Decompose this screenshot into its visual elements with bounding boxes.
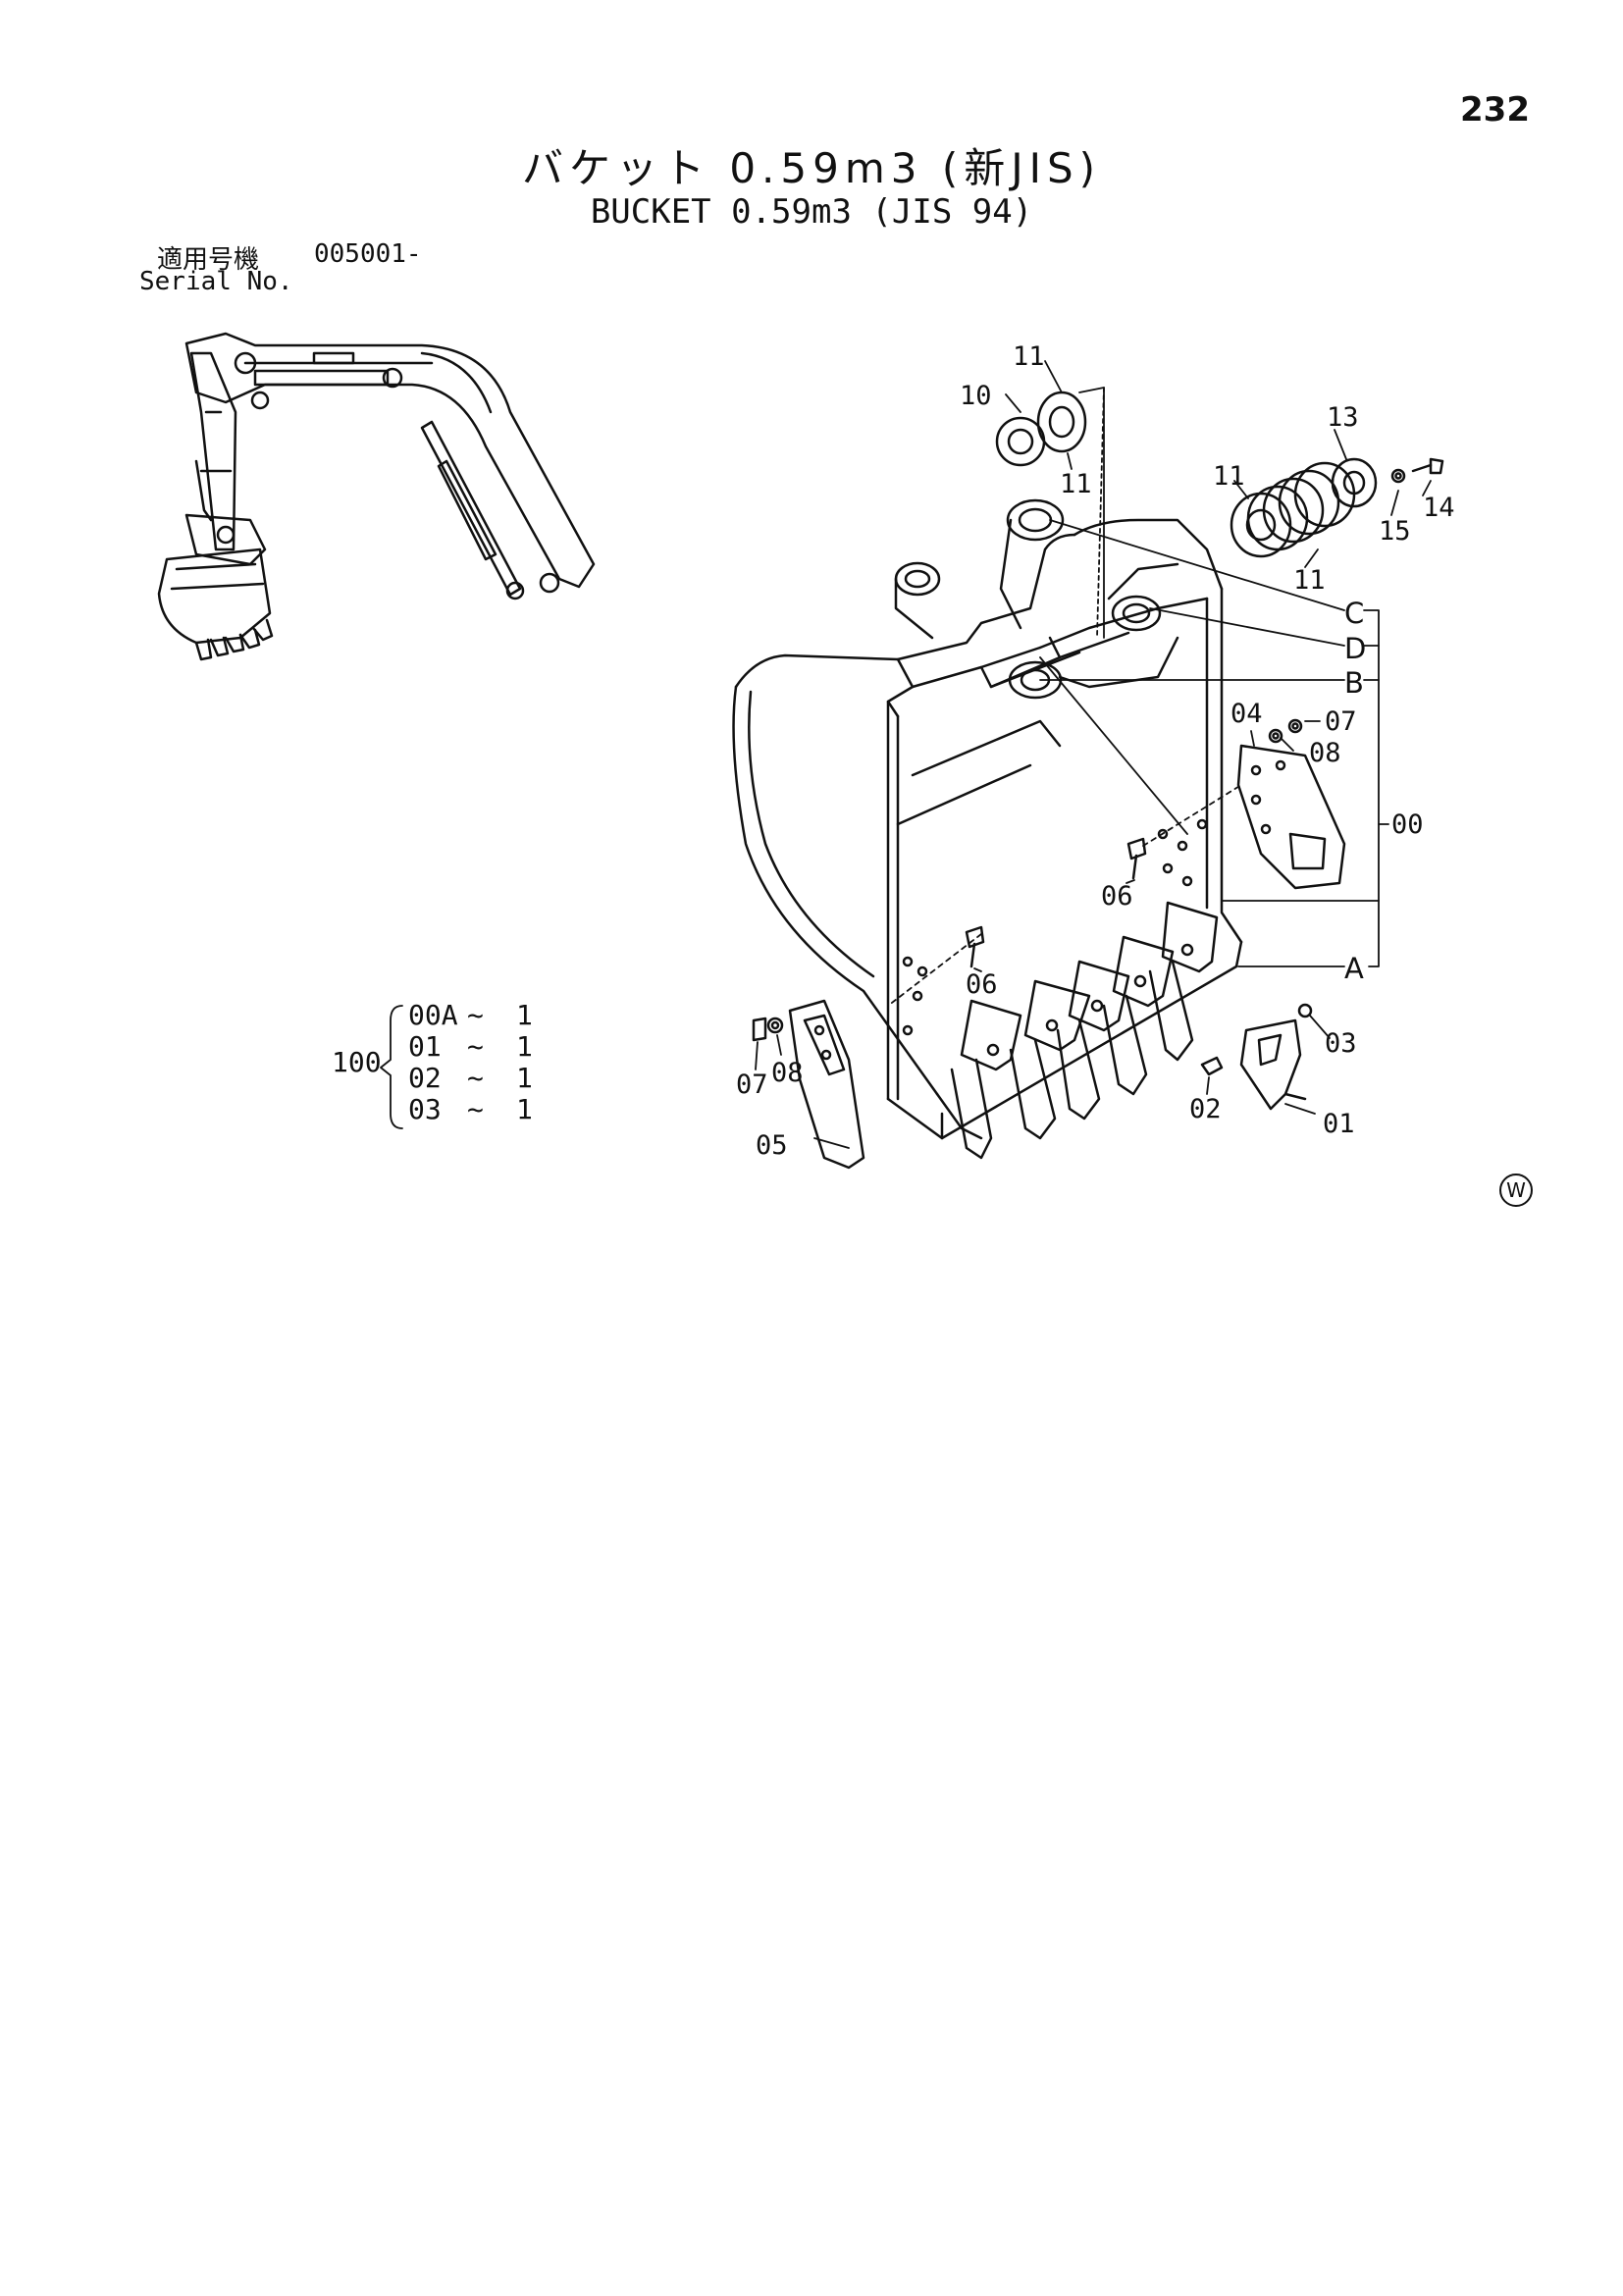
watermark-symbol: W [1499,1174,1533,1207]
callout-11: 11 [1293,565,1326,596]
kit-row-part: 02 [408,1062,442,1094]
title-japanese: バケット 0.59m3 (新JIS) [521,144,1102,192]
kit-row-qty: 1 [516,1093,533,1125]
kit-row-part: 03 [408,1093,442,1125]
side-cutter-right [1236,718,1346,890]
callout-06: 06 [1101,881,1133,912]
excavator-arm-illustration [157,332,596,661]
callout-07: 07 [1325,706,1357,737]
callout-B: B [1344,666,1364,700]
callout-10: 10 [960,381,992,411]
kit-row-part: 00A [408,999,458,1031]
callout-11: 11 [1213,461,1245,492]
serial-number-value: 005001- [314,239,422,269]
page-number: 232 [1460,90,1530,130]
callout-02: 02 [1189,1094,1222,1124]
title-english: BUCKET 0.59m3 (JIS 94) [590,192,1033,232]
callout-00: 00 [1391,809,1424,840]
kit-row-sep: ~ [467,1030,484,1063]
kit-row-qty: 1 [516,1062,533,1094]
leader-lines [380,360,1432,1149]
bucket-body [732,498,1243,1140]
kit-row-part: 01 [408,1030,442,1063]
callout-07: 07 [736,1070,768,1100]
serial-label-english: Serial No. [139,267,293,296]
callout-11: 11 [1013,341,1045,372]
kit-row-sep: ~ [467,1093,484,1125]
callout-A: A [1344,952,1364,985]
kit-row-qty: 1 [516,999,533,1031]
bucket-teeth [950,901,1219,1160]
callout-D: D [1344,632,1367,665]
kit-row-qty: 1 [516,1030,533,1063]
callout-06: 06 [966,969,998,1000]
callout-08: 08 [771,1058,804,1088]
bolts-06 [965,837,1147,968]
callout-05: 05 [756,1130,788,1161]
detached-tooth [1200,1003,1313,1111]
callout-C: C [1344,597,1365,630]
callout-15: 15 [1379,516,1411,547]
side-cutter-left [752,999,865,1170]
kit-row-sep: ~ [467,999,484,1031]
callout-13: 13 [1327,402,1359,433]
callout-01: 01 [1323,1109,1355,1139]
callout-04: 04 [1230,699,1263,729]
callout-14: 14 [1423,493,1455,523]
callout-08: 08 [1309,738,1341,768]
kit-number: 100 [332,1046,382,1078]
serial-label-japanese: 適用号機 [157,245,260,275]
kit-row-sep: ~ [467,1062,484,1094]
callout-11: 11 [1060,469,1092,499]
callout-03: 03 [1325,1028,1357,1059]
